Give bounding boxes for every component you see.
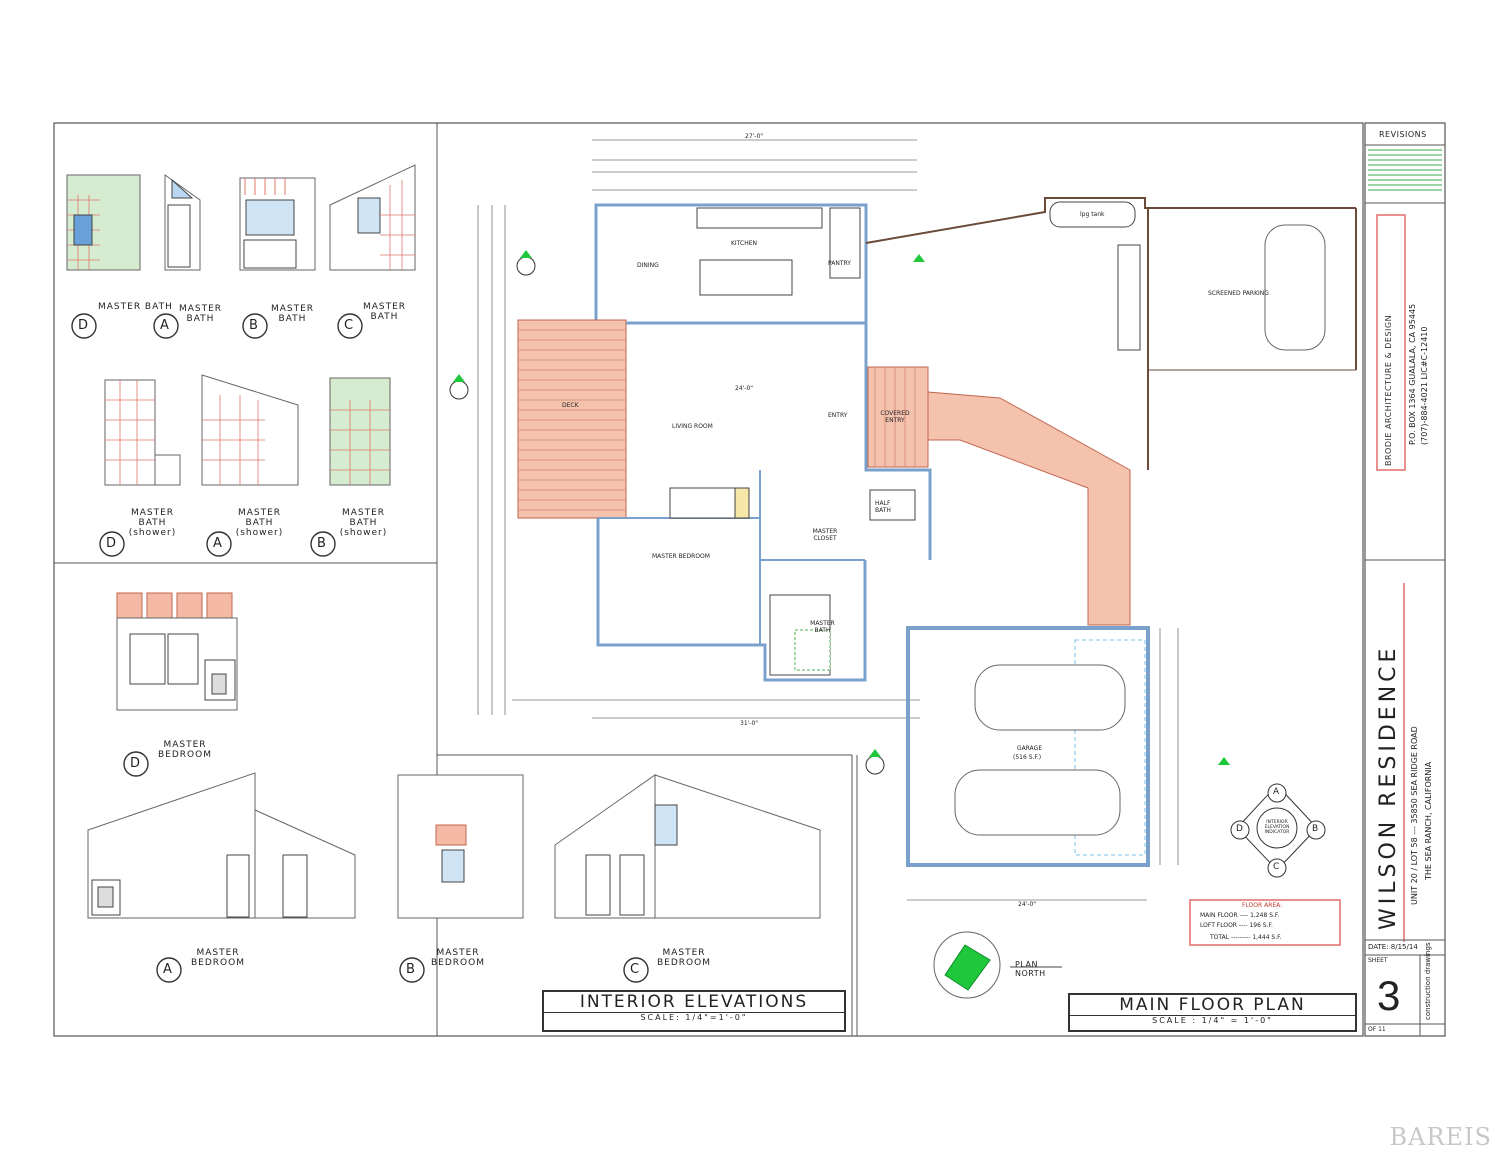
bath-elevation-c	[329, 164, 416, 271]
room-living: LIVING ROOM	[672, 423, 713, 430]
elevation-c-bedroom-label: MASTER BEDROOM	[657, 948, 711, 968]
project-title: WILSON RESIDENCE	[1376, 644, 1401, 930]
room-garage: GARAGE	[1017, 745, 1043, 752]
main-floor-plan-title: MAIN FLOOR PLAN	[1119, 995, 1306, 1015]
shower-elevation-b	[329, 377, 391, 486]
elevation-b-master-bath-label: MASTER BATH	[270, 304, 315, 324]
elevation-b-shower-label: MASTER BATH (shower)	[339, 508, 388, 538]
room-kitchen: KITCHEN	[731, 240, 757, 247]
marker-b: B	[249, 318, 258, 333]
elevation-a-bedroom-label: MASTER BEDROOM	[191, 948, 245, 968]
elevation-d-bedroom-label: MASTER BEDROOM	[158, 740, 212, 760]
section-markers	[449, 250, 1230, 775]
marker-c-bedroom: C	[630, 962, 640, 977]
main-floor-plan-scale: SCALE : 1/4" = 1'-0"	[1070, 1015, 1355, 1025]
floor-area-main: MAIN FLOOR ---- 1,248 S.F.	[1200, 912, 1280, 919]
sheet-description: construction drawings	[1424, 942, 1432, 1020]
indicator-d: D	[1236, 824, 1243, 834]
sheet-number: 3	[1377, 972, 1401, 1019]
firm-phone: (707)-884-4021 LIC#C-12410	[1420, 326, 1429, 445]
room-garage-area: (516 S.F.)	[1013, 754, 1042, 761]
marker-c: C	[344, 318, 354, 333]
room-covered-entry: COVERED ENTRY	[880, 410, 910, 424]
floor-area-loft: LOFT FLOOR ---- 196 S.F.	[1200, 922, 1273, 929]
room-master-bedroom: MASTER BEDROOM	[652, 553, 710, 560]
marker-b-shower: B	[317, 536, 326, 551]
revisions-label: REVISIONS	[1379, 130, 1427, 139]
dim-overall-top: 27'-0"	[745, 133, 764, 140]
elevation-d-shower-label: MASTER BATH (shower)	[128, 508, 177, 538]
room-half-bath: HALF BATH	[875, 500, 891, 514]
interior-elevations-scale: SCALE: 1/4"=1'-0"	[544, 1012, 844, 1022]
main-floor-plan-title-block: MAIN FLOOR PLAN SCALE : 1/4" = 1'-0"	[1068, 993, 1357, 1032]
floor-area-title: FLOOR AREA:	[1242, 902, 1283, 909]
bath-elevation-d	[66, 174, 141, 271]
dim-bottom: 31'-0"	[740, 720, 759, 727]
marker-a: A	[160, 318, 169, 333]
shower-elevation-a	[201, 374, 299, 486]
interior-elevations-title: INTERIOR ELEVATIONS	[579, 992, 809, 1012]
marker-d-shower: D	[106, 536, 117, 551]
room-master-bath: MASTER BATH	[810, 620, 835, 634]
elevation-a-shower-label: MASTER BATH (shower)	[235, 508, 284, 538]
firm-address: P.O. BOX 1364 GUALALA, CA 95445	[1408, 303, 1417, 445]
bedroom-elevation-c	[554, 774, 821, 919]
bath-elevation-b	[239, 177, 316, 271]
room-pantry: PANTRY	[828, 260, 851, 267]
elevation-c-master-bath-label: MASTER BATH	[362, 302, 407, 322]
sheet-label: SHEET	[1368, 957, 1388, 964]
dim-living-width: 24'-0"	[735, 385, 754, 392]
bedroom-elevation-b	[397, 774, 524, 919]
marker-a-shower: A	[213, 536, 222, 551]
marker-d: D	[78, 318, 89, 333]
shower-elevation-d	[104, 379, 181, 486]
project-lot: UNIT 20 / LOT 58 --- 35850 SEA RIDGE ROA…	[1410, 726, 1419, 905]
indicator-c: C	[1273, 862, 1280, 872]
elevation-d-master-bath-label: MASTER BATH	[98, 302, 173, 312]
room-master-closet: MASTER CLOSET	[812, 528, 838, 542]
elevation-b-bedroom-label: MASTER BEDROOM	[431, 948, 485, 968]
elevation-a-master-bath-label: MASTER BATH	[178, 304, 223, 324]
bedroom-elevation-d	[116, 592, 238, 711]
watermark-logo: BAREIS	[1389, 1123, 1492, 1151]
room-screened-parking: SCREENED PARKING	[1208, 290, 1269, 297]
floor-area-total: TOTAL --------- 1,444 S.F.	[1210, 934, 1282, 941]
room-dining: DINING	[637, 262, 659, 269]
sheet-of: OF 11	[1368, 1026, 1386, 1033]
drawing-date: DATE: 8/15/14	[1368, 943, 1418, 951]
bedroom-elevation-a	[87, 772, 356, 919]
interior-elevations-title-block: INTERIOR ELEVATIONS SCALE: 1/4"=1'-0"	[542, 990, 846, 1032]
room-entry: ENTRY	[828, 412, 848, 419]
marker-b-bedroom: B	[406, 962, 415, 977]
firm-name: BRODIE ARCHITECTURE & DESIGN	[1384, 314, 1393, 466]
elevation-indicator-label: INTERIOR ELEVATION INDICATOR	[1264, 820, 1290, 835]
room-deck: DECK	[562, 402, 579, 409]
project-city: THE SEA RANCH, CALIFORNIA	[1424, 761, 1433, 880]
plan-north-label: PLAN NORTH	[1015, 960, 1046, 978]
marker-a-bedroom: A	[163, 962, 172, 977]
indicator-b: B	[1312, 824, 1319, 834]
indicator-a: A	[1273, 787, 1280, 797]
lpg-tank-label: lpg tank	[1080, 211, 1105, 218]
floor-plan	[477, 139, 1357, 999]
dim-garage-width: 24'-0"	[1018, 901, 1037, 908]
marker-d-bedroom: D	[130, 756, 141, 771]
bath-elevation-a	[164, 174, 201, 271]
